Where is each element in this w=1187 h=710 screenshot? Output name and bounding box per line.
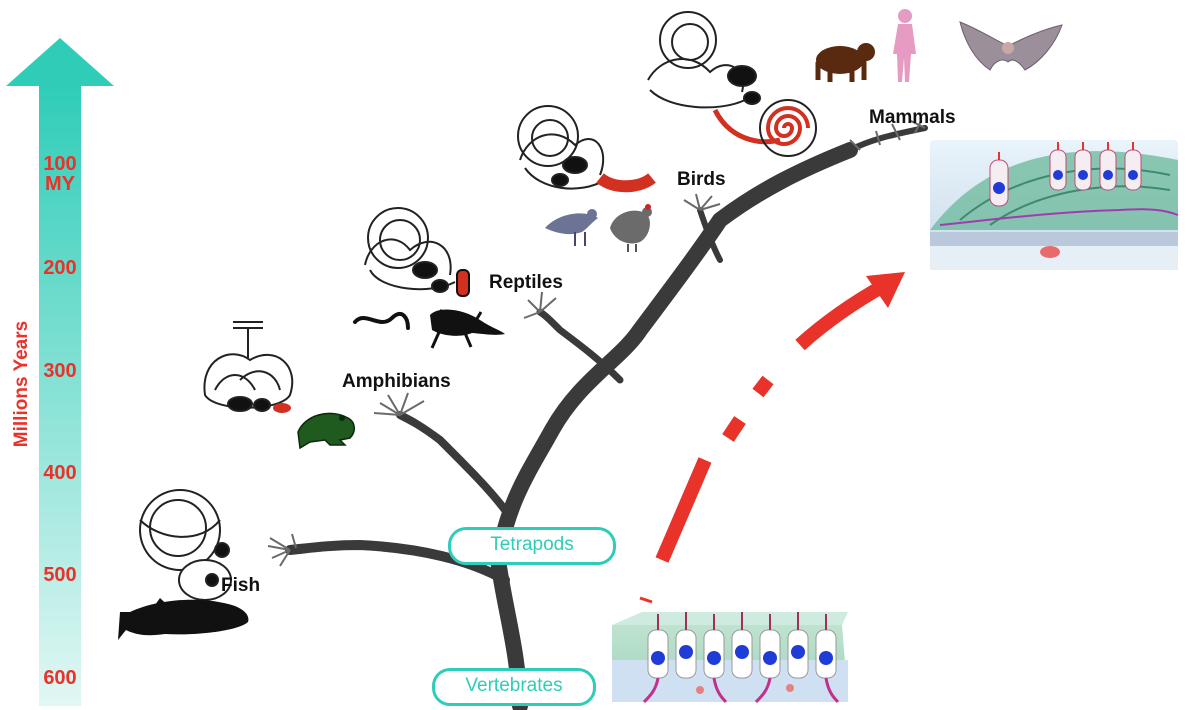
- label-mammals: Mammals: [869, 107, 956, 129]
- ape-silhouette: [816, 43, 875, 82]
- red-arrow: [640, 272, 905, 602]
- branch-tips: [268, 120, 925, 566]
- tick-300: 300: [30, 361, 90, 381]
- tick-600: 600: [30, 668, 90, 688]
- snake-silhouette: [355, 314, 408, 328]
- tick-500: 500: [30, 565, 90, 585]
- tick-200: 200: [30, 258, 90, 278]
- clade-tetrapods: Tetrapods: [448, 527, 616, 565]
- fish-inner-ear: [140, 490, 231, 600]
- label-amphibians: Amphibians: [342, 371, 451, 393]
- tick-my: MY: [30, 174, 90, 194]
- label-fish: Fish: [221, 575, 260, 597]
- pigeon-silhouette: [545, 209, 598, 246]
- bird-inner-ear: [518, 106, 605, 189]
- label-reptiles: Reptiles: [489, 272, 563, 294]
- axis-title: Millions Years: [11, 314, 33, 454]
- fish-silhouette: [118, 598, 248, 640]
- bird-cochlea: [600, 178, 652, 186]
- tick-400: 400: [30, 463, 90, 483]
- hen-silhouette: [610, 204, 652, 252]
- lizard-silhouette: [430, 310, 505, 348]
- human-silhouette: [893, 9, 916, 82]
- label-birds: Birds: [677, 169, 726, 191]
- frog-silhouette: [298, 413, 354, 448]
- clade-vertebrates: Vertebrates: [432, 668, 596, 706]
- mammal-hair-cell-panel: [930, 140, 1178, 270]
- tick-100: 100: [30, 154, 90, 174]
- mammal-cochlea-spiral: [760, 100, 816, 156]
- amphibian-inner-ear: [204, 322, 292, 413]
- reptile-inner-ear: [365, 208, 469, 296]
- bat-silhouette: [960, 22, 1062, 70]
- vertebrate-hair-cell-panel: [612, 612, 848, 702]
